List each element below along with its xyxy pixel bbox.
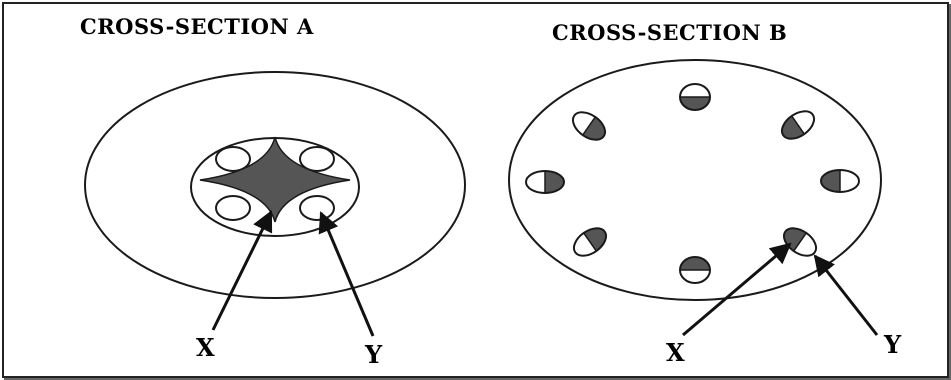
arrow-a-y <box>318 211 375 337</box>
cross-section-b-title: CROSS-SECTION B <box>552 20 788 45</box>
xylem-star-a <box>199 136 351 223</box>
cross-section-a <box>84 71 466 337</box>
vascular-bundle-bottom <box>679 256 711 284</box>
label-a-x: X <box>196 333 215 362</box>
phloem-oval-a-bottom-right <box>299 195 335 221</box>
arrow-b-x <box>682 242 792 337</box>
vascular-bundle-top-right <box>780 110 816 140</box>
arrow-b-y <box>813 254 879 336</box>
vascular-bundle-bottom-right <box>782 227 818 257</box>
label-a-y: Y <box>365 340 383 369</box>
vascular-bundle-top <box>679 83 711 111</box>
arrow-a-x <box>211 210 273 331</box>
vascular-bundle-right <box>820 169 860 193</box>
vascular-bundle-top-left <box>571 111 607 141</box>
phloem-oval-a-top-left <box>215 146 251 172</box>
cross-section-a-title: CROSS-SECTION A <box>80 14 314 39</box>
phloem-oval-a-bottom-left <box>215 195 251 221</box>
cross-section-b <box>508 59 882 337</box>
outer-stem-b <box>508 59 882 301</box>
outer-cortex-a <box>84 71 466 299</box>
vascular-bundle-left <box>525 170 565 194</box>
label-b-x: X <box>666 338 685 367</box>
vascular-bundle-bottom-left <box>572 227 608 257</box>
label-b-y: Y <box>884 330 902 359</box>
phloem-oval-a-top-right <box>299 146 335 172</box>
